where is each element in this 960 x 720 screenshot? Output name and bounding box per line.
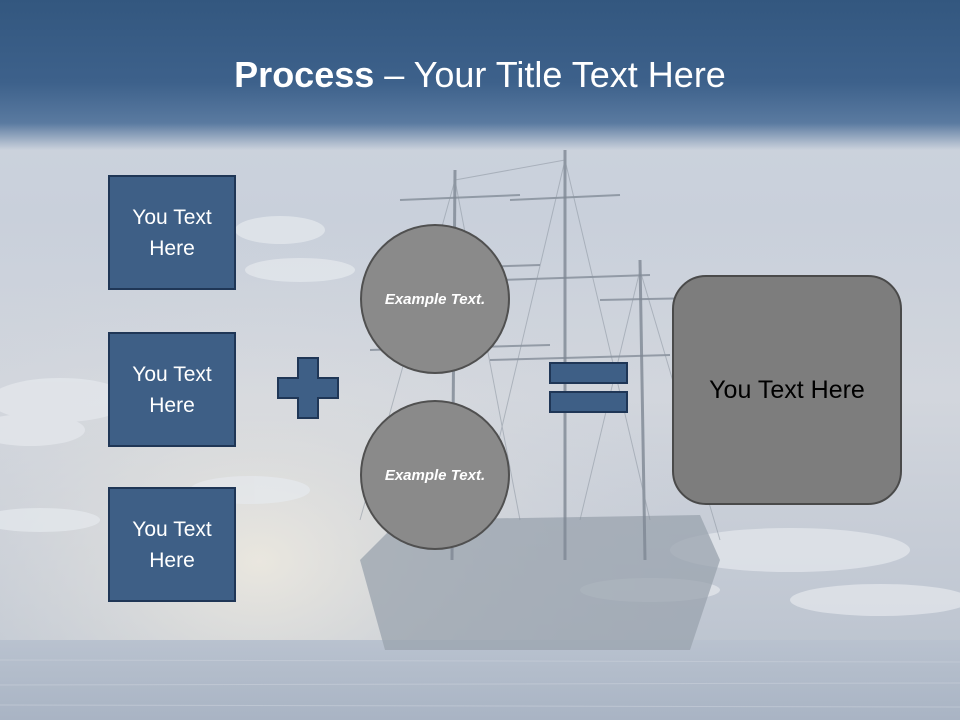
equals-icon: [549, 362, 628, 413]
slide-title: Process – Your Title Text Here: [0, 52, 960, 98]
title-bar: [0, 0, 960, 150]
result-box: You Text Here: [672, 275, 902, 505]
title-bold: Process: [234, 54, 375, 95]
title-rest: – Your Title Text Here: [374, 54, 726, 95]
example-circle-2: Example Text.: [360, 400, 510, 550]
text-box-3: You Text Here: [108, 487, 236, 602]
plus-icon: [277, 357, 339, 419]
example-circle-1: Example Text.: [360, 224, 510, 374]
text-box-2: You Text Here: [108, 332, 236, 447]
text-box-1: You Text Here: [108, 175, 236, 290]
